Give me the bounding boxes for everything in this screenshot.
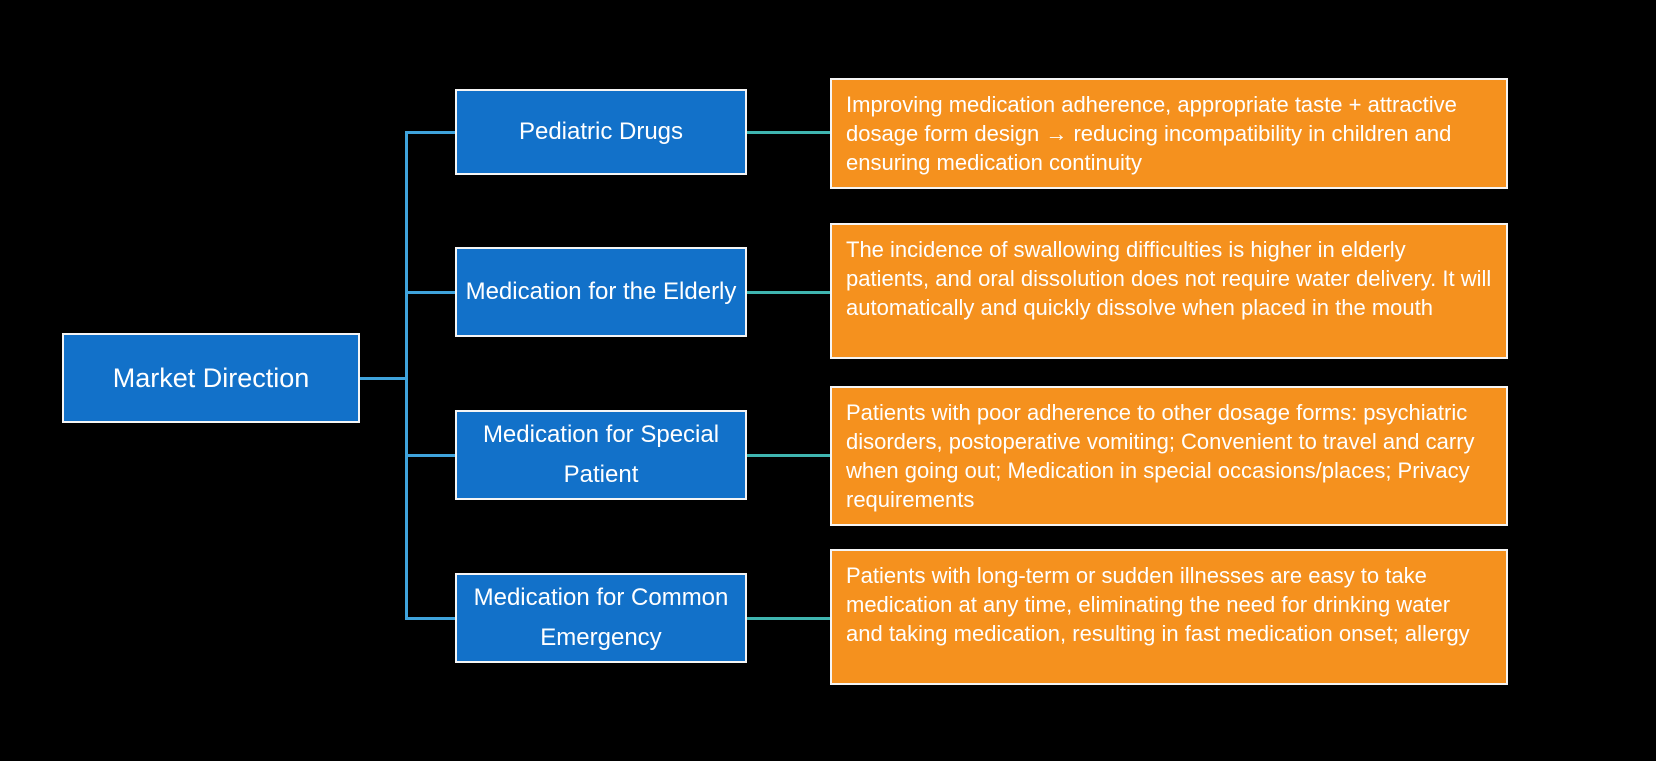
connector-description-3	[746, 454, 830, 457]
connector-description-1	[746, 131, 830, 134]
description-text: The incidence of swallowing difficulties…	[846, 237, 1492, 320]
branch-node-medication-common-emergency: Medication for Common Emergency	[455, 573, 747, 663]
branch-node-label: Medication for Special Patient	[482, 421, 720, 488]
connector-root-horizontal	[358, 377, 406, 380]
root-node-label: Market Direction	[112, 362, 310, 393]
description-text: Improving medication adherence, appropri…	[846, 92, 1457, 175]
description-text: Patients with long-term or sudden illnes…	[846, 563, 1470, 646]
connector-branch-2	[405, 291, 455, 294]
description-box-medication-elderly: The incidence of swallowing difficulties…	[830, 223, 1508, 359]
description-box-pediatric-drugs: Improving medication adherence, appropri…	[830, 78, 1508, 189]
branch-node-label: Pediatric Drugs	[518, 118, 684, 145]
description-text: Patients with poor adherence to other do…	[846, 400, 1475, 512]
branch-node-label: Medication for the Elderly	[465, 278, 737, 305]
description-box-medication-common-emergency: Patients with long-term or sudden illnes…	[830, 549, 1508, 685]
root-node-market-direction: Market Direction	[62, 333, 360, 423]
connector-branch-1	[405, 131, 455, 134]
connector-description-2	[746, 291, 830, 294]
branch-node-pediatric-drugs: Pediatric Drugs	[455, 89, 747, 175]
branch-node-medication-elderly: Medication for the Elderly	[455, 247, 747, 337]
branch-node-medication-special-patient: Medication for Special Patient	[455, 410, 747, 500]
branch-node-label: Medication for Common Emergency	[473, 584, 729, 651]
connector-trunk-vertical	[405, 131, 408, 620]
connector-branch-3	[405, 454, 455, 457]
connector-description-4	[746, 617, 830, 620]
connector-branch-4	[405, 617, 455, 620]
description-box-medication-special-patient: Patients with poor adherence to other do…	[830, 386, 1508, 526]
